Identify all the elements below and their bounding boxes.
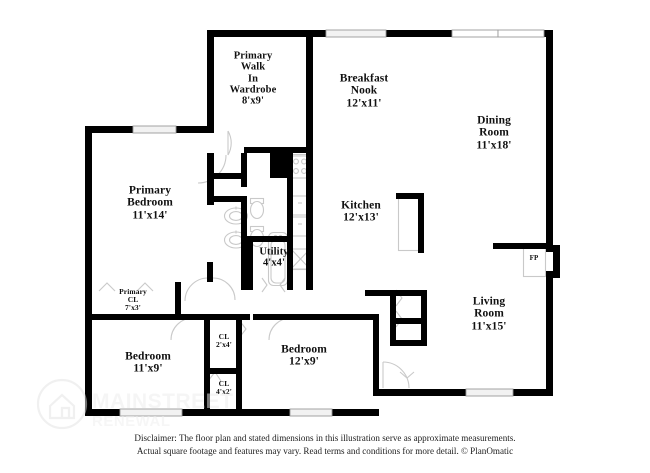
door-swing-wardrobe xyxy=(227,130,232,156)
door-fold-utility-right xyxy=(279,277,286,293)
door-swing-bath xyxy=(212,277,236,301)
door-swing-bedroom-11x9 xyxy=(170,317,194,341)
door-fold-primary-cl-right xyxy=(136,282,154,292)
window-dining-right xyxy=(497,29,545,38)
door-swings-layer xyxy=(98,130,415,389)
windows-layer xyxy=(119,29,545,417)
door-swing-primary-bedroom xyxy=(184,277,209,302)
window-dining-left xyxy=(451,29,499,38)
door-swing-bedroom-12x9 xyxy=(268,317,292,341)
window-living-room xyxy=(465,388,514,397)
disclaimer: Disclaimer: The floor plan and stated di… xyxy=(0,432,650,458)
door-fold-utility-left xyxy=(261,277,268,293)
window-bedroom-12x9 xyxy=(289,408,333,417)
window-breakfast-nook xyxy=(325,29,387,38)
disclaimer-line-2: Actual square footage and features may v… xyxy=(136,445,514,456)
door-swing-front xyxy=(382,361,410,389)
disclaimer-line-1: Disclaimer: The floor plan and stated di… xyxy=(134,433,516,443)
bathtub xyxy=(267,231,289,287)
walls-layer xyxy=(85,30,560,416)
door-fold-primary-cl-left xyxy=(98,282,116,292)
kitchen-peninsula xyxy=(397,195,422,252)
window-primary-bedroom xyxy=(132,125,177,134)
toilet-upper xyxy=(249,197,265,220)
window-bedroom-11x9 xyxy=(119,408,183,417)
